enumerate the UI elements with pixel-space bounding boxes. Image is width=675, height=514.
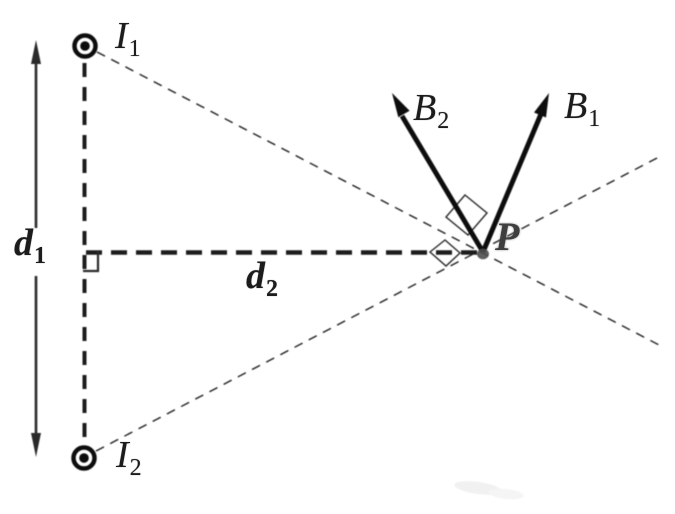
label-distance-2-subscript: 2 [266, 276, 278, 302]
d1-extent-arrow [31, 40, 41, 457]
label-field-1-subscript: 1 [588, 106, 601, 132]
label-distance-1: d1 [14, 224, 46, 268]
label-current-1-subscript: 1 [128, 36, 141, 62]
wire1-current-out-symbol [72, 33, 98, 59]
label-distance-1-subscript: 1 [34, 243, 46, 269]
label-distance-2-letter: d [246, 255, 265, 297]
sightline-wire1-to-p [96, 51, 662, 347]
right-angle-mark-d1-d2 [83, 251, 100, 273]
label-field-2: B2 [413, 89, 449, 133]
label-distance-2: d2 [246, 257, 278, 301]
label-field-2-letter: B [413, 87, 437, 129]
label-field-1: B1 [564, 87, 600, 131]
label-current-1: I1 [115, 17, 141, 61]
diagram-shapes [31, 33, 662, 500]
point-p-dot [477, 248, 489, 260]
right-angle-mark-b1 [445, 194, 488, 236]
label-distance-1-letter: d [14, 222, 33, 264]
arrowhead-down [31, 433, 41, 457]
label-field-1-letter: B [564, 85, 588, 127]
b2-vector-arrow [392, 93, 486, 254]
arrowhead-up [31, 40, 41, 64]
label-current-1-letter: I [115, 15, 128, 57]
right-angle-mark-b2 [428, 239, 462, 267]
b1-arrowhead [534, 93, 549, 118]
label-current-2-letter: I [116, 434, 129, 476]
label-point-p: P [495, 217, 519, 257]
sightline-wire2-to-p [95, 156, 660, 452]
label-point-p-letter: P [495, 214, 520, 259]
faint-smudge [454, 481, 524, 500]
b2-arrowhead [392, 93, 410, 118]
label-current-2-subscript: 2 [129, 455, 142, 481]
label-field-2-subscript: 2 [437, 108, 450, 134]
wire2-current-out-symbol [71, 445, 97, 471]
label-current-2: I2 [116, 436, 142, 480]
b1-vector-arrow [480, 93, 549, 253]
